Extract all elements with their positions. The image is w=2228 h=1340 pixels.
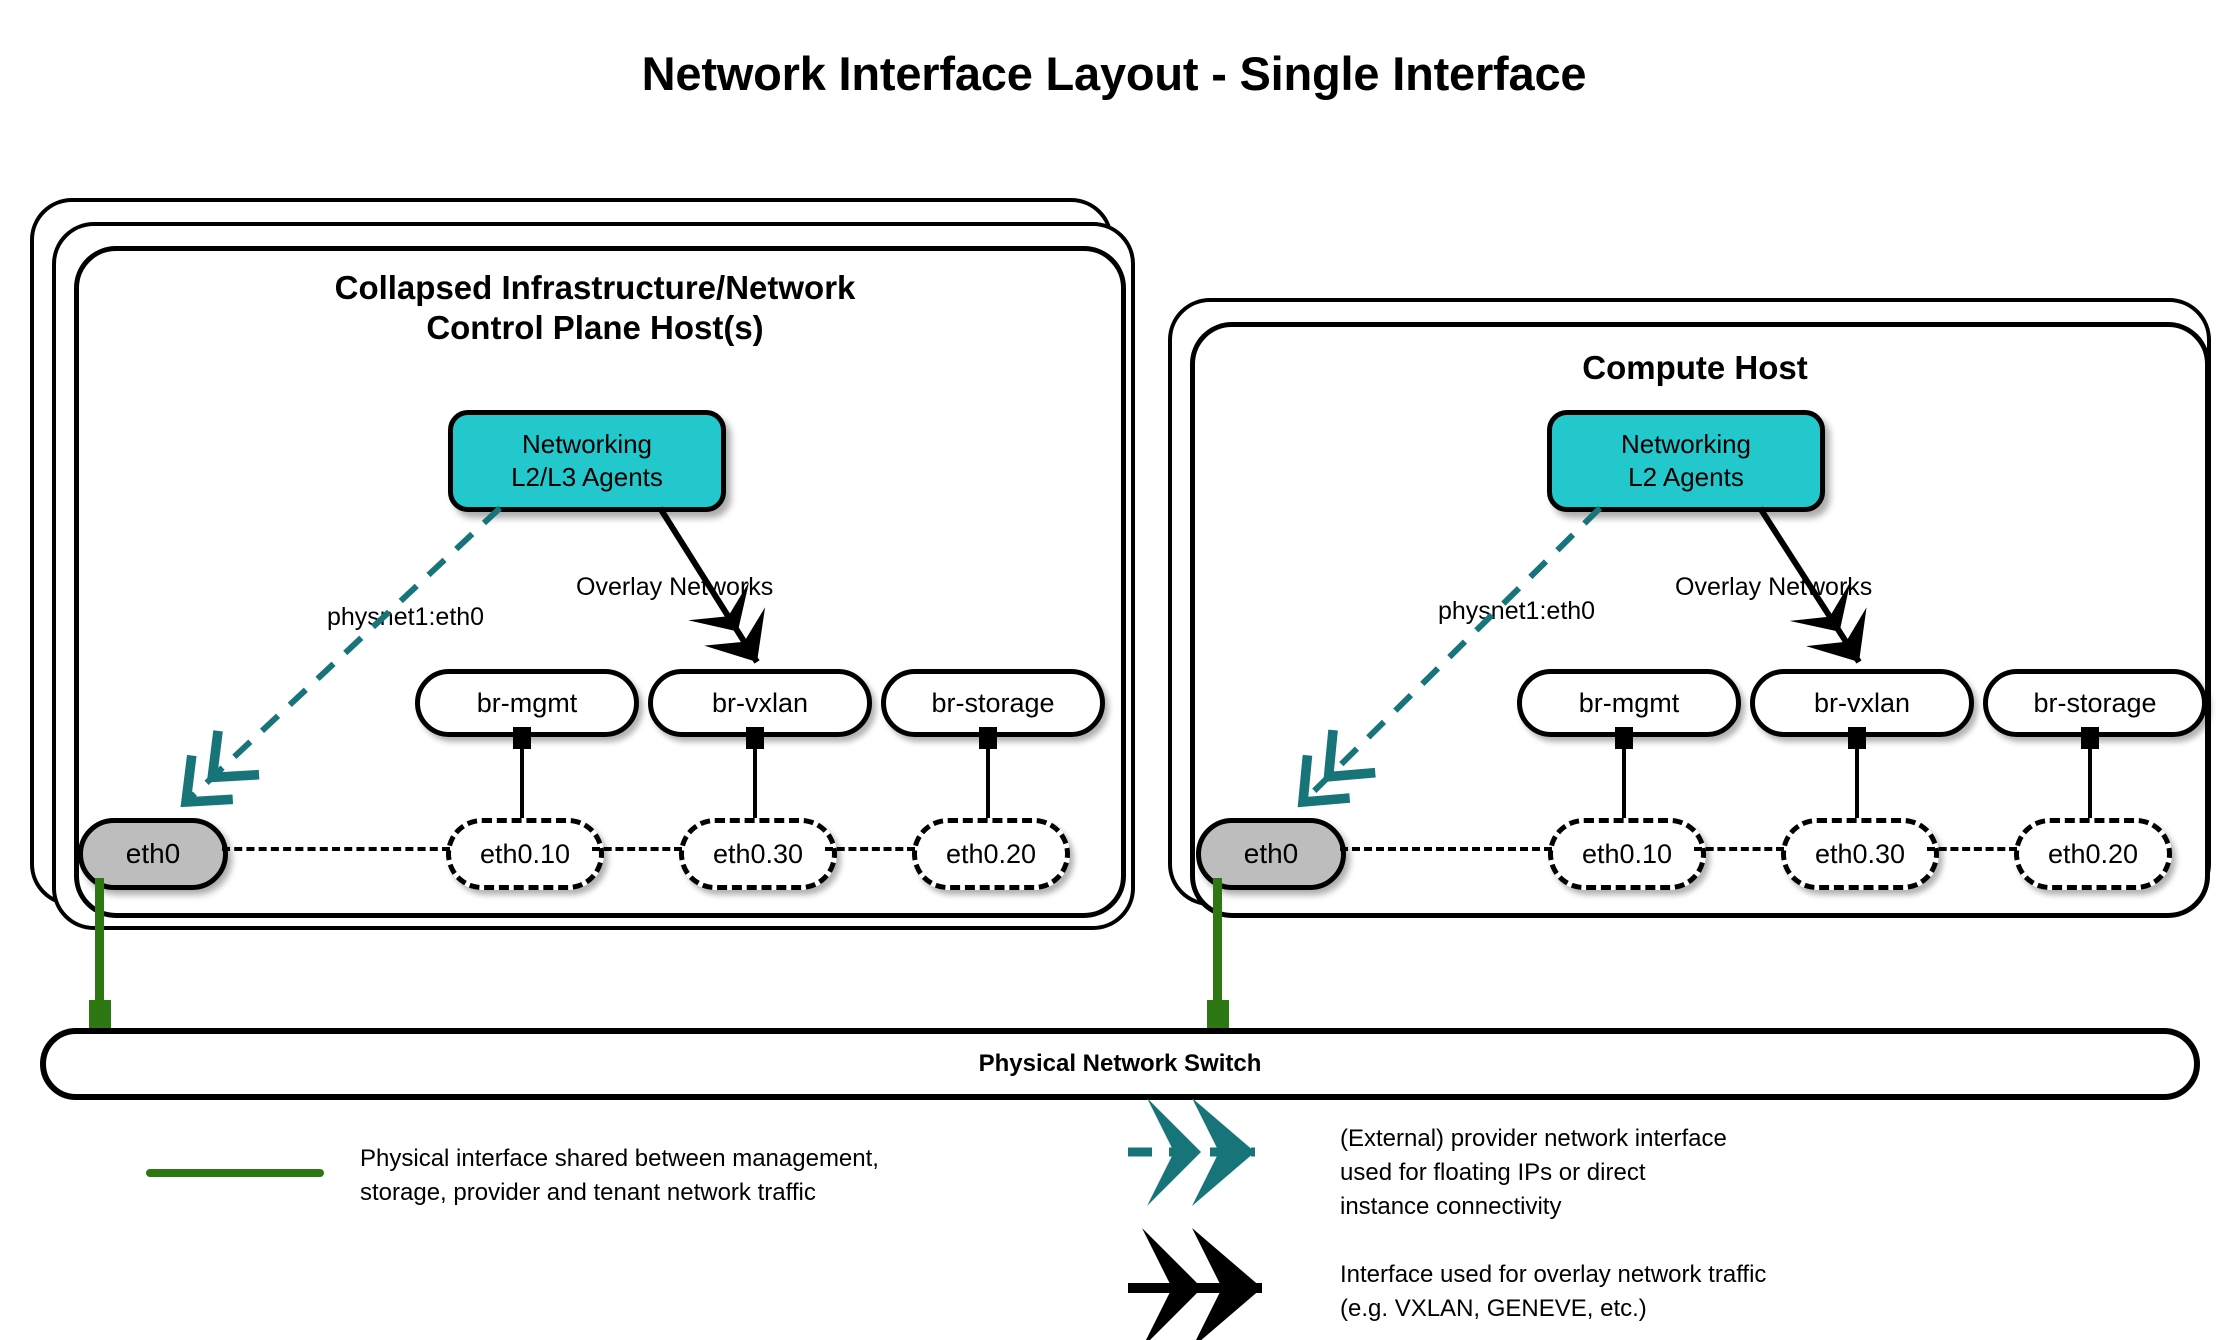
control-plane-host-title: Collapsed Infrastructure/Network Control… [74, 268, 1116, 349]
nic-label: eth0 [1243, 838, 1299, 869]
legend-item-overlay-interface: Interface used for overlay network traff… [1340, 1258, 1960, 1326]
control-plane-physical-uplink [95, 878, 104, 1016]
control-plane-overlay-label: Overlay Networks [576, 573, 774, 601]
compute-overlay-label: Overlay Networks [1675, 573, 1873, 601]
vlan-label: eth0.30 [1814, 838, 1906, 869]
vlan-label: eth0.20 [945, 838, 1037, 869]
control-plane-vlan-bus-3 [825, 847, 915, 851]
control-plane-networking-agents-box[interactable]: Networking L2/L3 Agents [448, 410, 726, 512]
compute-host-title-line1: Compute Host [1582, 349, 1808, 386]
compute-vlan-bus-2 [1694, 847, 1784, 851]
control-plane-vlan-bus-1 [222, 847, 450, 851]
control-plane-link-br-vxlan [753, 727, 757, 832]
control-plane-vlan-eth0-10[interactable]: eth0.10 [446, 818, 604, 890]
legend-provider-line1: (External) provider network interface [1340, 1125, 1727, 1152]
bridge-label: br-storage [931, 687, 1055, 718]
compute-bridge-br-storage[interactable]: br-storage [1983, 669, 2207, 737]
vlan-label: eth0.30 [712, 838, 804, 869]
control-plane-bridge-br-storage[interactable]: br-storage [881, 669, 1105, 737]
legend-overlay-line1: Interface used for overlay network traff… [1340, 1261, 1767, 1288]
legend-provider-line3: instance connectivity [1340, 1193, 1562, 1221]
control-plane-link-br-storage [986, 727, 990, 832]
physical-network-switch-label: Physical Network Switch [978, 1050, 1262, 1077]
bridge-label: br-mgmt [1578, 687, 1680, 718]
control-plane-vlan-bus-2 [592, 847, 682, 851]
legend-overlay-line2: (e.g. VXLAN, GENEVE, etc.) [1340, 1295, 1647, 1323]
vlan-label: eth0.10 [479, 838, 571, 869]
page-title: Network Interface Layout - Single Interf… [641, 47, 1587, 100]
compute-agent-line2: L2 Agents [1628, 462, 1744, 492]
vlan-label: eth0.10 [1581, 838, 1673, 869]
legend-provider-line2: used for floating IPs or direct [1340, 1159, 1646, 1187]
compute-link-br-vxlan [1855, 727, 1859, 832]
bridge-label: br-mgmt [476, 687, 578, 718]
control-plane-vlan-eth0-30[interactable]: eth0.30 [679, 818, 837, 890]
vlan-label: eth0.20 [2047, 838, 2139, 869]
compute-nic-eth0[interactable]: eth0 [1196, 818, 1346, 890]
compute-vlan-eth0-30[interactable]: eth0.30 [1781, 818, 1939, 890]
compute-vlan-eth0-20[interactable]: eth0.20 [2014, 818, 2172, 890]
compute-link-br-storage [2088, 727, 2092, 832]
compute-host-title: Compute Host [1190, 348, 2200, 388]
bridge-label: br-storage [2033, 687, 2157, 718]
compute-networking-agents-box[interactable]: Networking L2 Agents [1547, 410, 1825, 512]
physical-network-switch[interactable]: Physical Network Switch [40, 1028, 2200, 1100]
control-plane-link-br-mgmt [520, 727, 524, 832]
control-plane-agent-line1: Networking [521, 428, 653, 459]
compute-physnet-label: physnet1:eth0 [1438, 597, 1596, 625]
bridge-label: br-vxlan [711, 687, 809, 718]
compute-vlan-bus-3 [1927, 847, 2017, 851]
compute-physical-uplink [1213, 878, 1222, 1016]
compute-vlan-bus-1 [1340, 847, 1552, 851]
compute-vlan-eth0-10[interactable]: eth0.10 [1548, 818, 1706, 890]
nic-label: eth0 [125, 838, 181, 869]
control-plane-agent-line2: L2/L3 Agents [511, 462, 663, 492]
compute-agent-line1: Networking [1620, 428, 1752, 459]
control-plane-host-title-line2: Control Plane Host(s) [426, 309, 764, 347]
compute-link-br-mgmt [1622, 727, 1626, 832]
legend-physical-line2: storage, provider and tenant network tra… [360, 1179, 816, 1207]
legend-item-provider-interface: (External) provider network interface us… [1340, 1122, 1960, 1224]
legend-physical-line1: Physical interface shared between manage… [360, 1145, 879, 1172]
legend-item-physical-interface: Physical interface shared between manage… [360, 1142, 980, 1210]
control-plane-physnet-label: physnet1:eth0 [327, 603, 485, 631]
control-plane-host-title-line1: Collapsed Infrastructure/Network [334, 269, 856, 306]
bridge-label: br-vxlan [1813, 687, 1911, 718]
control-plane-vlan-eth0-20[interactable]: eth0.20 [912, 818, 1070, 890]
